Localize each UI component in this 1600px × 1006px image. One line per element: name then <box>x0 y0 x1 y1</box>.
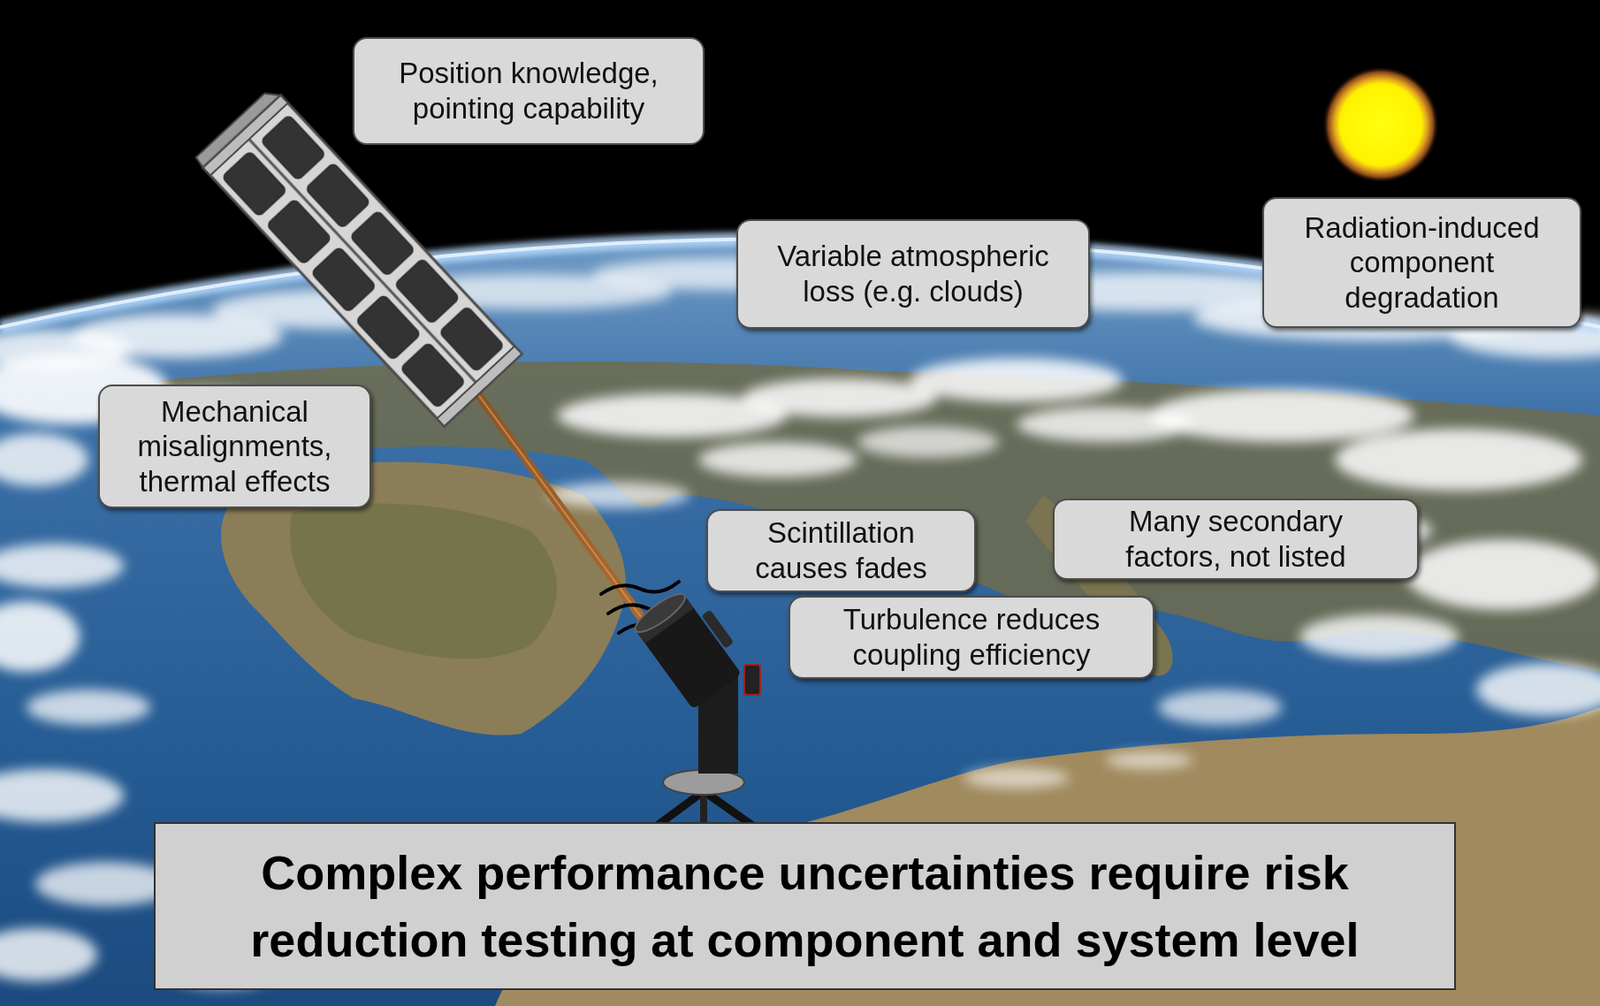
cubesat-rail <box>242 131 484 391</box>
cloud <box>548 481 690 509</box>
optical-tube <box>630 580 752 709</box>
callout-text: Radiation-induced component degradation <box>1281 210 1562 316</box>
callout-text: Mechanical misalignments, thermal effect… <box>112 394 358 500</box>
cloud <box>1476 662 1600 717</box>
cubesat-rail <box>203 95 289 176</box>
callout-box: Scintillation causes fades <box>706 509 976 592</box>
solar-cell <box>311 246 377 313</box>
callout-box: Position knowledge, pointing capability <box>352 37 705 145</box>
banner-text: Complex performance uncertainties requir… <box>182 838 1428 974</box>
callout-box: Many secondary factors, not listed <box>1052 498 1419 580</box>
cloud <box>0 433 89 487</box>
callout-text: Turbulence reduces coupling efficiency <box>809 601 1134 672</box>
cloud <box>0 769 124 823</box>
callout-box: Turbulence reduces coupling efficiency <box>788 595 1155 679</box>
solar-cell <box>399 342 465 409</box>
iberia-vegetation <box>289 503 557 660</box>
solar-cell <box>221 150 288 217</box>
solar-cell <box>394 258 460 325</box>
cubesat-rail <box>436 346 522 427</box>
callout-box: Variable atmospheric loss (e.g. clouds) <box>736 219 1090 328</box>
callout-text: Variable atmospheric loss (e.g. clouds) <box>760 238 1067 309</box>
solar-cell <box>355 294 421 361</box>
summary-banner: Complex performance uncertainties requir… <box>153 822 1456 991</box>
telescope <box>630 580 761 831</box>
cloud <box>1149 388 1415 442</box>
cloud <box>1299 614 1459 659</box>
europe-land <box>159 361 1600 672</box>
cubesat-frame <box>203 95 523 427</box>
solar-cell <box>259 114 326 181</box>
turbulence-wave <box>601 581 679 595</box>
cloud <box>698 441 858 478</box>
solar-cell <box>438 305 504 373</box>
cloud <box>0 601 80 672</box>
solar-cell <box>304 161 371 229</box>
earth-ocean <box>0 238 1600 1006</box>
cloud <box>0 543 124 588</box>
callout-text: Many secondary factors, not listed <box>1096 503 1376 574</box>
cloud <box>0 928 98 982</box>
cloud <box>910 358 1123 403</box>
sun <box>1322 66 1440 183</box>
solar-cell <box>349 210 415 277</box>
mount-base <box>662 769 745 795</box>
cloud <box>1158 689 1282 725</box>
callout-box: Mechanical misalignments, thermal effect… <box>98 384 372 510</box>
cloud <box>963 767 1070 789</box>
cloud <box>1334 428 1583 491</box>
finder-scope <box>700 609 734 649</box>
solar-cell <box>266 198 332 265</box>
tube-aperture <box>630 587 690 638</box>
solar-cells <box>221 114 505 409</box>
cloud <box>26 689 151 725</box>
cloud <box>1104 751 1194 770</box>
callout-text: Scintillation causes fades <box>727 515 955 586</box>
earth <box>0 238 1600 1006</box>
callout-text: Position knowledge, pointing capability <box>368 55 689 126</box>
hand-controller <box>744 664 761 695</box>
cloud <box>742 378 938 418</box>
cloud <box>1405 539 1600 610</box>
cloud <box>857 426 999 458</box>
callout-box: Radiation-induced component degradation <box>1262 197 1582 329</box>
